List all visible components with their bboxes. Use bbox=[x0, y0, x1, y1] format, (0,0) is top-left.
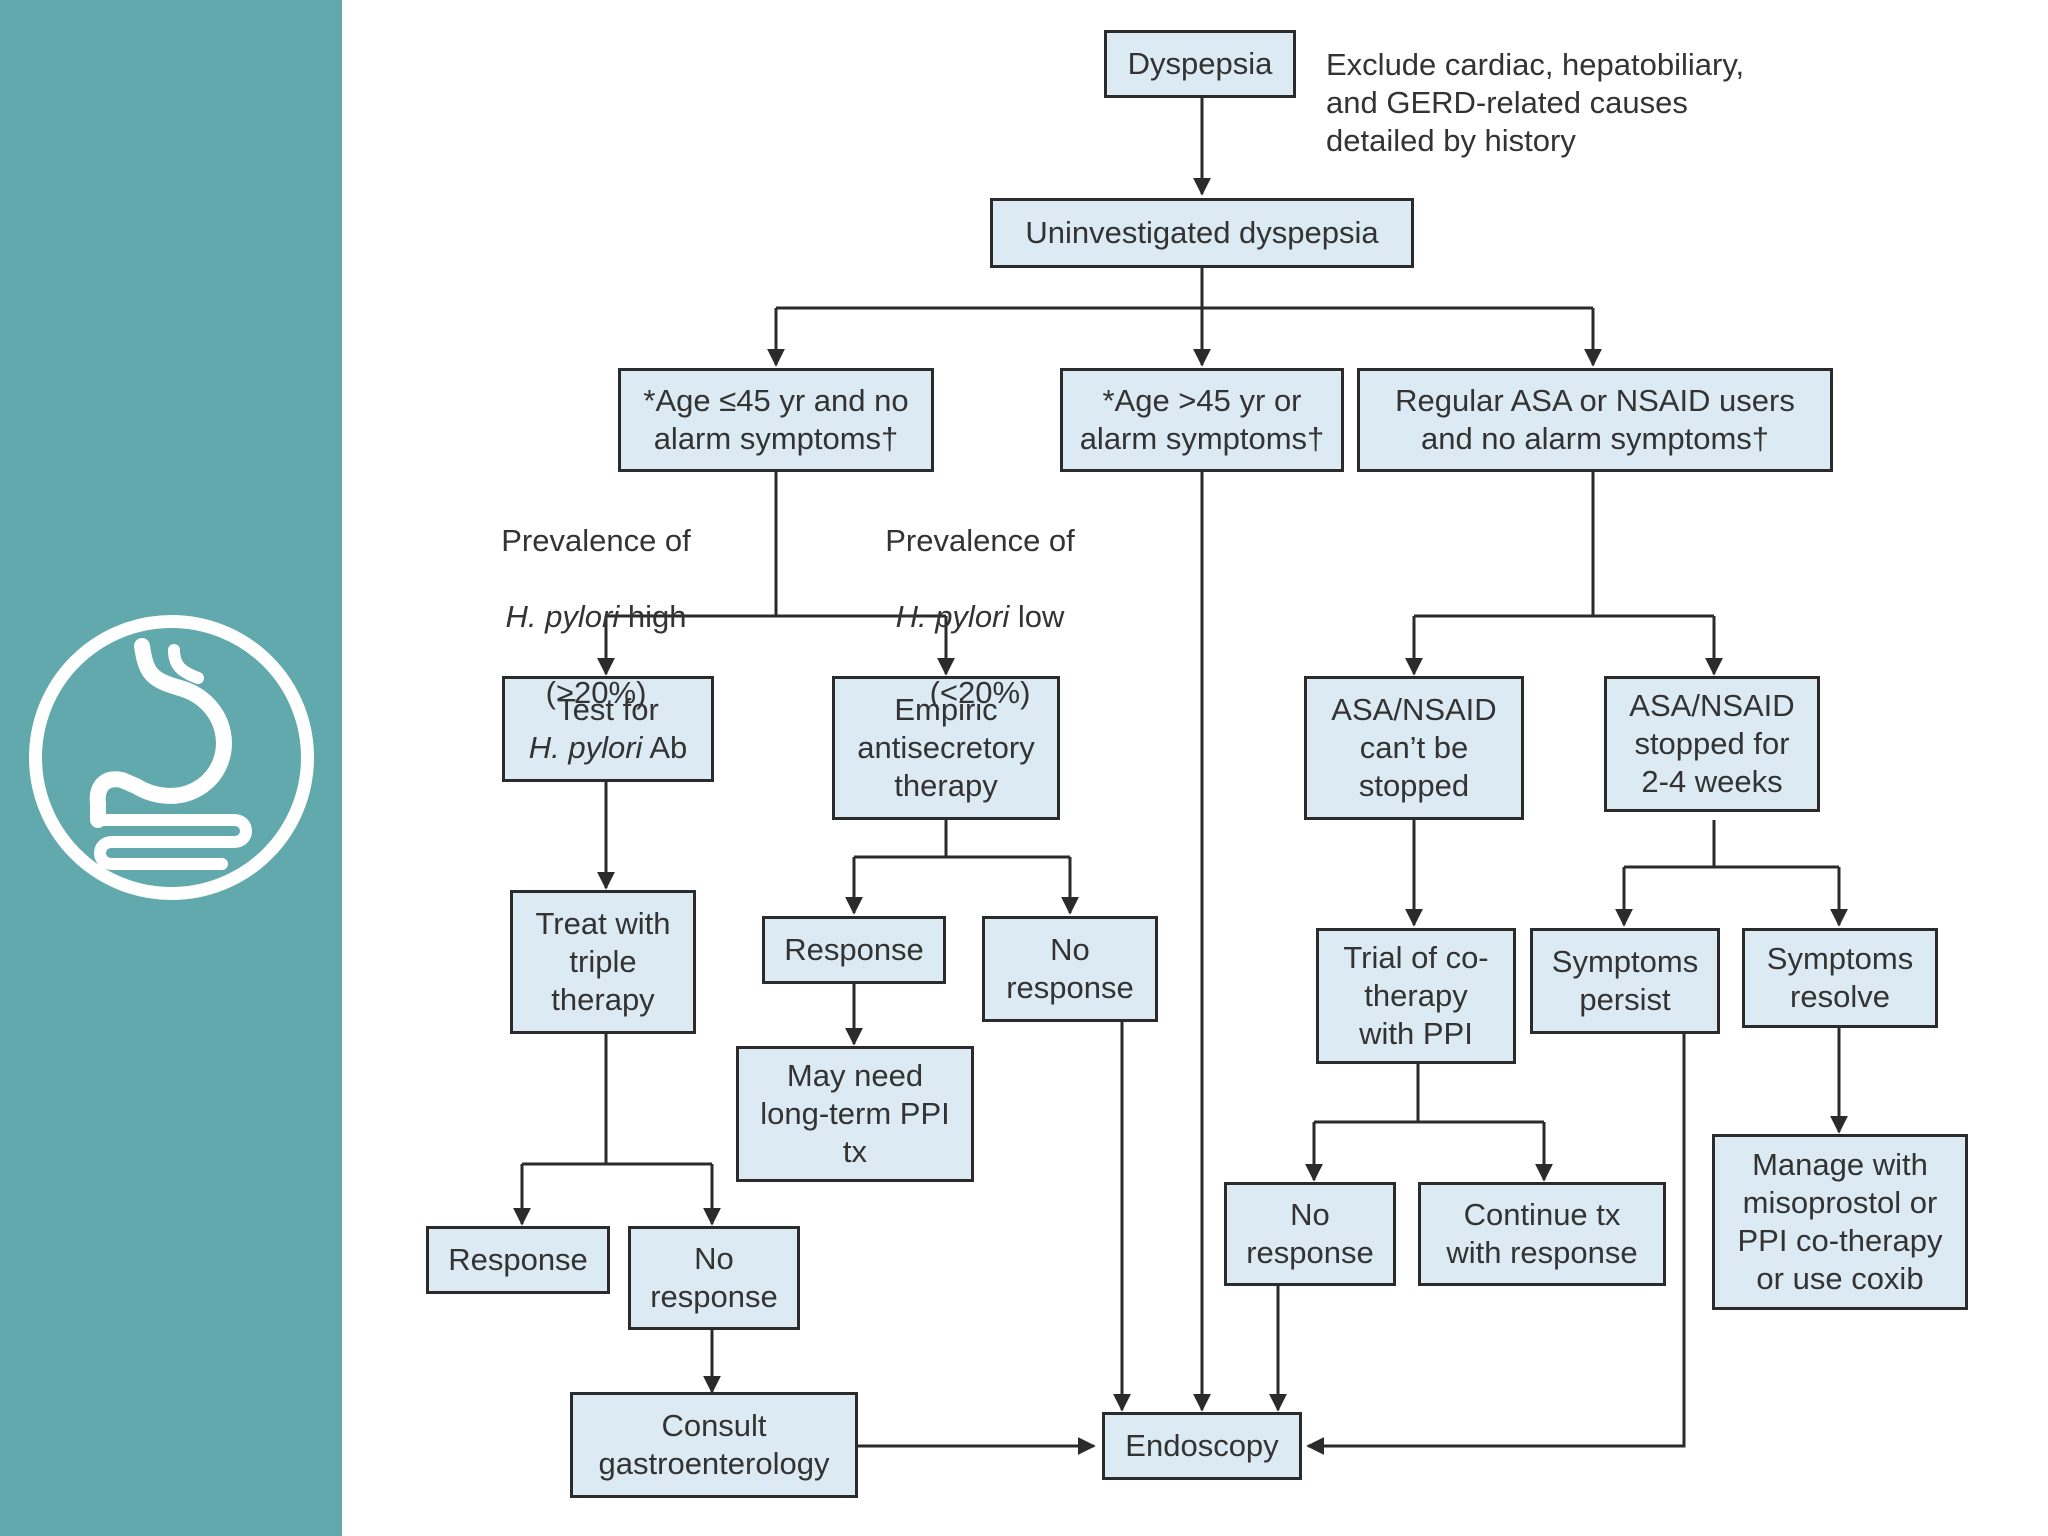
node-label-italic: H. pylori bbox=[528, 730, 643, 765]
note-italic: H. pylori bbox=[505, 599, 620, 634]
node-label: Symptoms persist bbox=[1551, 944, 1699, 1017]
node-label: May need long-term PPI tx bbox=[760, 1058, 950, 1169]
node-label-line1: Regular ASA or NSAID users bbox=[1395, 383, 1795, 418]
node-no-response-cotherapy: No response bbox=[1224, 1182, 1396, 1286]
node-label: Symptoms resolve bbox=[1766, 941, 1914, 1014]
node-label-line1: Test for bbox=[557, 692, 659, 727]
node-label: ASA/NSAID can’t be stopped bbox=[1331, 692, 1497, 803]
node-label-line2: and no alarm symptoms† bbox=[1420, 421, 1770, 456]
note-suffix: high bbox=[619, 599, 687, 634]
node-label-line2: alarm symptoms† bbox=[1079, 421, 1325, 456]
note-italic: H. pylori bbox=[895, 599, 1010, 634]
stomach-intestine-icon bbox=[29, 615, 314, 900]
sidebar-band bbox=[0, 0, 342, 1536]
note-prevalence-high: Prevalence of H. pylori high (>20%) bbox=[466, 484, 726, 750]
node-manage-misoprostol: Manage with misoprostol or PPI co-therap… bbox=[1712, 1134, 1968, 1310]
node-response-triple: Response bbox=[426, 1226, 610, 1294]
node-label: Empiric antisecretory therapy bbox=[857, 692, 1035, 803]
node-label: Dyspepsia bbox=[1127, 46, 1273, 81]
node-response-empiric: Response bbox=[762, 916, 946, 984]
node-label: Uninvestigated dyspepsia bbox=[1025, 215, 1379, 250]
node-uninvestigated-dyspepsia: Uninvestigated dyspepsia bbox=[990, 198, 1414, 268]
node-consult-gastroenterology: Consult gastroenterology bbox=[570, 1392, 858, 1498]
node-long-term-ppi: May need long-term PPI tx bbox=[736, 1046, 974, 1182]
node-label: Manage with misoprostol or PPI co-therap… bbox=[1737, 1147, 1943, 1296]
flowchart: Dyspepsia Uninvestigated dyspepsia *Age … bbox=[342, 0, 2048, 1536]
note-exclude-causes: Exclude cardiac, hepatobiliary, and GERD… bbox=[1326, 47, 1745, 158]
note-line: (>20%) bbox=[545, 675, 647, 710]
note-line: H. pylori high bbox=[466, 598, 726, 636]
note-prevalence-low: Prevalence of H. pylori low (<20%) bbox=[850, 484, 1110, 750]
node-no-response-triple: No response bbox=[628, 1226, 800, 1330]
node-cotherapy-trial: Trial of co- therapy with PPI bbox=[1316, 928, 1516, 1064]
node-nsaid-stopped: ASA/NSAID stopped for 2-4 weeks bbox=[1604, 676, 1820, 812]
node-label: ASA/NSAID stopped for 2-4 weeks bbox=[1629, 688, 1795, 799]
node-symptoms-resolve: Symptoms resolve bbox=[1742, 928, 1938, 1028]
node-test-h-pylori: Test for H. pylori Ab bbox=[502, 676, 714, 782]
node-label: Response bbox=[448, 1242, 588, 1277]
node-label-line1: *Age >45 yr or bbox=[1102, 383, 1302, 418]
node-label-line1: *Age ≤45 yr and no bbox=[643, 383, 909, 418]
node-dyspepsia: Dyspepsia bbox=[1104, 30, 1296, 98]
node-triple-therapy: Treat with triple therapy bbox=[510, 890, 696, 1034]
node-continue-tx: Continue tx with response bbox=[1418, 1182, 1666, 1286]
node-label: No response bbox=[650, 1241, 778, 1314]
node-label: No response bbox=[1246, 1197, 1374, 1270]
node-label: Treat with triple therapy bbox=[535, 906, 671, 1017]
node-label: Continue tx with response bbox=[1446, 1197, 1638, 1270]
node-empiric-therapy: Empiric antisecretory therapy bbox=[832, 676, 1060, 820]
flowchart-connectors bbox=[513, 98, 1848, 1455]
node-label: Consult gastroenterology bbox=[598, 1408, 830, 1481]
node-nsaid-users: Regular ASA or NSAID users and no alarm … bbox=[1357, 368, 1833, 472]
node-nsaid-cant-stop: ASA/NSAID can’t be stopped bbox=[1304, 676, 1524, 820]
note-line: Prevalence of bbox=[501, 523, 691, 558]
node-label: Response bbox=[784, 932, 924, 967]
note-line: Prevalence of bbox=[885, 523, 1075, 558]
note-suffix: low bbox=[1009, 599, 1065, 634]
node-age-gt-45: *Age >45 yr or alarm symptoms† bbox=[1060, 368, 1344, 472]
node-label: Trial of co- therapy with PPI bbox=[1343, 940, 1489, 1051]
node-label: No response bbox=[1006, 932, 1134, 1005]
node-label: Endoscopy bbox=[1125, 1428, 1279, 1463]
node-endoscopy: Endoscopy bbox=[1102, 1412, 1302, 1480]
node-label-line2: H. pylori Ab bbox=[529, 729, 688, 767]
node-symptoms-persist: Symptoms persist bbox=[1530, 928, 1720, 1034]
node-age-le-45: *Age ≤45 yr and no alarm symptoms† bbox=[618, 368, 934, 472]
node-label-suffix: Ab bbox=[642, 730, 688, 765]
note-line: H. pylori low bbox=[850, 598, 1110, 636]
node-no-response-empiric: No response bbox=[982, 916, 1158, 1022]
node-label-line2: alarm symptoms† bbox=[653, 421, 899, 456]
note-line: (<20%) bbox=[929, 675, 1031, 710]
